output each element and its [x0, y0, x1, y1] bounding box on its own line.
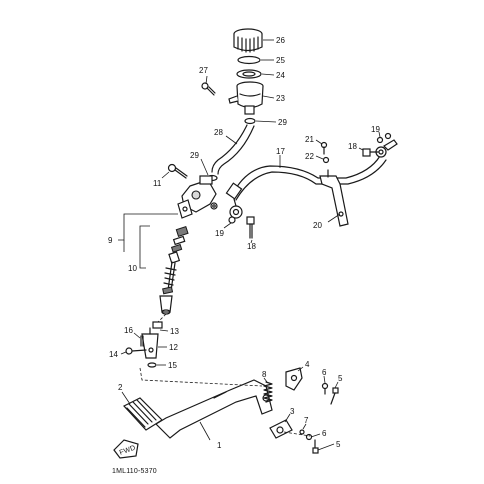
callout-18-lower: 18: [247, 242, 256, 251]
callout-5-lower: 5: [336, 440, 341, 449]
callout-1: 1: [217, 441, 222, 450]
master-cylinder-washer: [210, 202, 218, 210]
callout-17: 17: [276, 147, 285, 156]
callout-8: 8: [262, 370, 267, 379]
hose-bracket: [319, 169, 349, 227]
clevis-pin: [125, 347, 147, 355]
pedal-circlip: [299, 429, 305, 435]
diagram-code: 1ML110-5370: [112, 468, 157, 475]
callout-27: 27: [199, 66, 208, 75]
callout-13: 13: [170, 327, 179, 336]
copper-washer-lower: [228, 216, 236, 224]
callout-6-lower: 6: [322, 429, 327, 438]
pedal-pivot-shaft: [269, 419, 293, 439]
callout-24: 24: [276, 71, 285, 80]
pedal-washer-lower: [305, 433, 313, 441]
bracket-washer: [322, 156, 330, 164]
callout-10: 10: [128, 264, 137, 273]
callout-21: 21: [305, 135, 314, 144]
callout-12: 12: [169, 343, 178, 352]
callout-4: 4: [305, 360, 310, 369]
callout-20: 20: [313, 221, 322, 230]
piston-kit-parts: [159, 225, 189, 315]
callout-23: 23: [276, 94, 285, 103]
leader-lines: [120, 39, 381, 451]
reservoir-tank: [228, 81, 264, 115]
callout-15: 15: [168, 361, 177, 370]
pedal-bolt-upper: [330, 387, 339, 405]
piston-kit-bracket: [118, 213, 178, 269]
callout-26: 26: [276, 36, 285, 45]
reservoir-screw: [201, 82, 216, 96]
pedal-rubber: [123, 397, 163, 431]
union-bolt-upper: [362, 148, 379, 157]
callout-7: 7: [304, 416, 309, 425]
reservoir-diaphragm: [236, 69, 262, 79]
callout-16: 16: [124, 326, 133, 335]
reservoir-cap: [233, 28, 263, 53]
callout-labels: 26 25 24 23 27 28 29 29 11 17 21 22 18 1…: [108, 36, 380, 450]
callout-11: 11: [153, 179, 162, 188]
callout-25: 25: [276, 56, 285, 65]
clevis-washer: [147, 362, 157, 368]
pedal-bolt-lower: [312, 439, 319, 454]
callout-28: 28: [214, 128, 223, 137]
callout-19-upper: 19: [371, 125, 380, 134]
reservoir-diaphragm-plate: [237, 55, 261, 65]
callout-2: 2: [118, 383, 123, 392]
callout-19-lower: 19: [215, 229, 224, 238]
cotter-pin: [140, 335, 144, 347]
master-cylinder-bolt: [167, 163, 188, 179]
brake-hose: [225, 139, 398, 219]
callout-5-upper: 5: [338, 374, 343, 383]
return-spring: [263, 381, 273, 403]
callout-18-upper: 18: [348, 142, 357, 151]
hose-clip-upper: [244, 117, 256, 125]
callout-6-upper: 6: [322, 368, 327, 377]
push-rod-locknut: [152, 321, 163, 329]
forward-direction-mark: FWD: [113, 439, 139, 459]
callout-14: 14: [109, 350, 118, 359]
callout-29-upper: 29: [278, 118, 287, 127]
callout-9: 9: [108, 236, 113, 245]
bracket-bolt: [320, 141, 328, 155]
spring-hook: [285, 367, 303, 391]
brake-pedal: [155, 379, 273, 439]
pedal-washer-upper: [321, 382, 329, 395]
reservoir-hose: [211, 124, 255, 175]
master-cylinder-body: [177, 175, 217, 219]
push-rod-clevis: [141, 327, 159, 359]
assembly-dashed-lines: [139, 313, 311, 437]
copper-washer-upper: [376, 132, 392, 144]
callout-22: 22: [305, 152, 314, 161]
callout-3: 3: [290, 407, 295, 416]
union-bolt-lower: [246, 216, 255, 239]
callout-29-lower: 29: [190, 151, 199, 160]
